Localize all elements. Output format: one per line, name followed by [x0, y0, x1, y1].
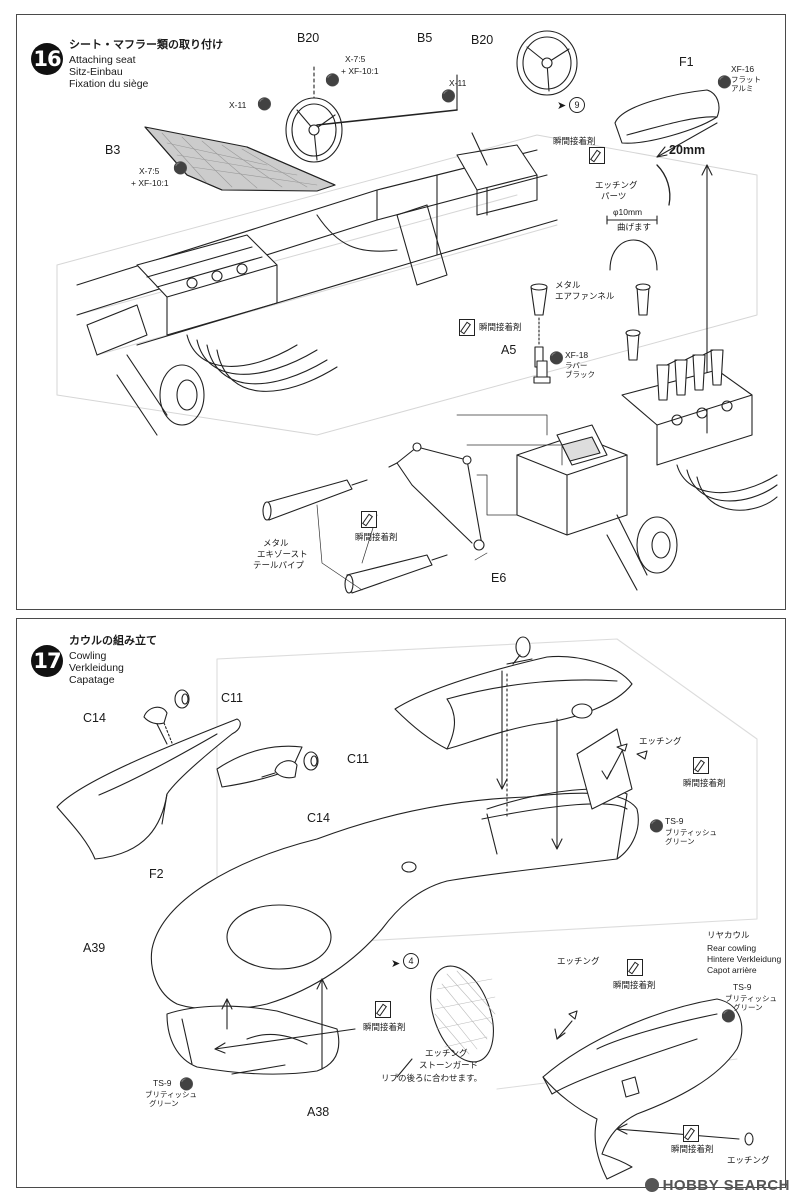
rear-cowling-en: Rear cowling — [707, 943, 757, 953]
part-label-b3: B3 — [105, 143, 121, 157]
note-glue-funnel: 瞬間接着剤 — [479, 322, 522, 332]
part-label-a38: A38 — [307, 1105, 330, 1119]
paint-icon: ⚫ — [325, 73, 340, 87]
paint-ts9-c: TS-9 — [153, 1078, 172, 1088]
dimension-20mm: 20mm — [669, 143, 706, 157]
paint-icon: ⚫ — [649, 819, 664, 833]
note-glue-rear: 瞬間接着剤 — [613, 980, 656, 990]
watermark-logo-icon — [644, 1178, 659, 1192]
note-stoneguard-1: エッチング — [425, 1048, 468, 1058]
paint-ts9-c-jp1: ブリティッシュ — [145, 1090, 198, 1099]
paint-icon: ⚫ — [257, 97, 272, 111]
step-16-title-de: Sitz-Einbau — [69, 66, 123, 78]
glue-icon — [459, 319, 475, 336]
paint-xf18: XF-18 — [565, 350, 589, 360]
paint-x11-left: X-11 — [229, 100, 247, 110]
paint-ts9-a: TS-9 — [665, 816, 684, 826]
step-number-badge: 17 — [31, 645, 63, 677]
note-stoneguard-2: ストーンガード — [419, 1060, 479, 1070]
note-exhaust-2: エキゾースト — [257, 549, 308, 559]
paint-xf10-seat: + XF-10:1 — [341, 66, 379, 76]
note-etching-rear: エッチング — [557, 956, 600, 966]
paint-ts9-b-jp2: グリーン — [733, 1003, 763, 1012]
paint-ts9-a-jp1: ブリティッシュ — [665, 828, 718, 837]
paint-icon: ⚫ — [721, 1009, 736, 1023]
step-17-panel: 17 カウルの組み立て Cowling Verkleidung Capatage… — [16, 618, 786, 1188]
paint-xf18-jp1: ラバー — [565, 361, 588, 370]
rear-cowling-fr: Capot arrière — [707, 965, 757, 975]
part-label-c14-b: C14 — [307, 811, 330, 825]
note-stoneguard-3: リブの後ろに合わせます。 — [381, 1073, 483, 1083]
glue-icon — [361, 511, 377, 528]
glue-icon — [589, 147, 605, 164]
note-glue-top: 瞬間接着剤 — [683, 778, 726, 788]
step-16-illustration — [56, 30, 778, 594]
step-17-illustration — [56, 636, 758, 1180]
note-exhaust-3: テールパイプ — [253, 560, 305, 570]
paint-ts9-b: TS-9 — [733, 982, 752, 992]
note-funnel-1: メタル — [555, 280, 581, 290]
paint-x11-right: X-11 — [449, 78, 467, 88]
part-label-a5: A5 — [501, 343, 517, 357]
note-funnel-2: エアファンネル — [555, 291, 615, 301]
part-label-c11-b: C11 — [347, 752, 370, 766]
part-label-f1: F1 — [679, 55, 694, 69]
paint-ts9-a-jp2: グリーン — [665, 837, 695, 846]
reference-step-4: 4 — [403, 953, 419, 969]
paint-icon: ⚫ — [173, 161, 188, 175]
rear-cowling-de: Hintere Verkleidung — [707, 954, 782, 964]
note-glue-exhaust: 瞬間接着剤 — [355, 532, 398, 542]
glue-icon — [627, 959, 643, 976]
paint-xf16-jp1: フラット — [731, 75, 761, 84]
paint-xf16-jp2: アルミ — [731, 84, 754, 93]
paint-ts9-b-jp1: ブリティッシュ — [725, 994, 778, 1003]
part-label-b5: B5 — [417, 31, 433, 45]
rear-cowling-jp: リヤカウル — [707, 930, 750, 940]
paint-xf18-jp2: ブラック — [565, 370, 595, 379]
part-label-b20-circle: B20 — [471, 33, 494, 47]
note-glue-bottom: 瞬間接着剤 — [671, 1144, 714, 1154]
step-16-title-en: Attaching seat — [69, 54, 136, 66]
glue-icon — [683, 1125, 699, 1142]
paint-ts9-c-jp2: グリーン — [149, 1099, 179, 1108]
note-diameter: φ10mm — [613, 207, 643, 217]
note-bend: 曲げます — [617, 222, 652, 232]
step-16-panel: 16 シート・マフラー類の取り付け Attaching seat Sitz-Ei… — [16, 14, 786, 610]
step-16-title-jp: シート・マフラー類の取り付け — [69, 39, 223, 51]
arrow-icon: ➤ — [391, 958, 401, 970]
step-16-title-fr: Fixation du siège — [69, 78, 149, 90]
arrow-icon: ➤ — [557, 100, 567, 112]
part-label-c14-a: C14 — [83, 711, 106, 725]
step-17-title-de: Verkleidung — [69, 662, 124, 674]
note-glue-top: 瞬間接着剤 — [553, 136, 596, 146]
part-label-e6: E6 — [491, 571, 507, 585]
glue-icon — [693, 757, 709, 774]
glue-icon — [375, 1001, 391, 1018]
step-17-title-jp: カウルの組み立て — [69, 635, 157, 647]
paint-x7-seat: X-7:5 — [345, 54, 366, 64]
paint-icon: ⚫ — [179, 1077, 194, 1091]
note-exhaust-1: メタル — [263, 538, 289, 548]
paint-icon: ⚫ — [717, 75, 732, 89]
paint-x7-b3: X-7:5 — [139, 166, 160, 176]
part-label-c11-a: C11 — [221, 691, 244, 705]
step-number-badge: 16 — [31, 43, 63, 75]
part-label-a39: A39 — [83, 941, 106, 955]
step-17-title-fr: Capatage — [69, 674, 115, 686]
note-etching-2: パーツ — [601, 191, 627, 201]
paint-xf10-b3: + XF-10:1 — [131, 178, 169, 188]
note-glue-lower: 瞬間接着剤 — [363, 1022, 406, 1032]
note-etching-bottom: エッチング — [727, 1155, 770, 1165]
paint-icon: ⚫ — [441, 89, 456, 103]
paint-icon: ⚫ — [549, 351, 564, 365]
paint-xf16: XF-16 — [731, 64, 755, 74]
watermark: HOBBY SEARCH — [644, 1177, 790, 1194]
watermark-text: HOBBY SEARCH — [662, 1177, 790, 1194]
reference-step-9: 9 — [569, 97, 585, 113]
note-etching-top: エッチング — [639, 736, 682, 746]
note-etching-1: エッチング — [595, 180, 638, 190]
part-label-f2: F2 — [149, 867, 164, 881]
step-17-title-en: Cowling — [69, 650, 107, 662]
part-label-b20: B20 — [297, 31, 320, 45]
